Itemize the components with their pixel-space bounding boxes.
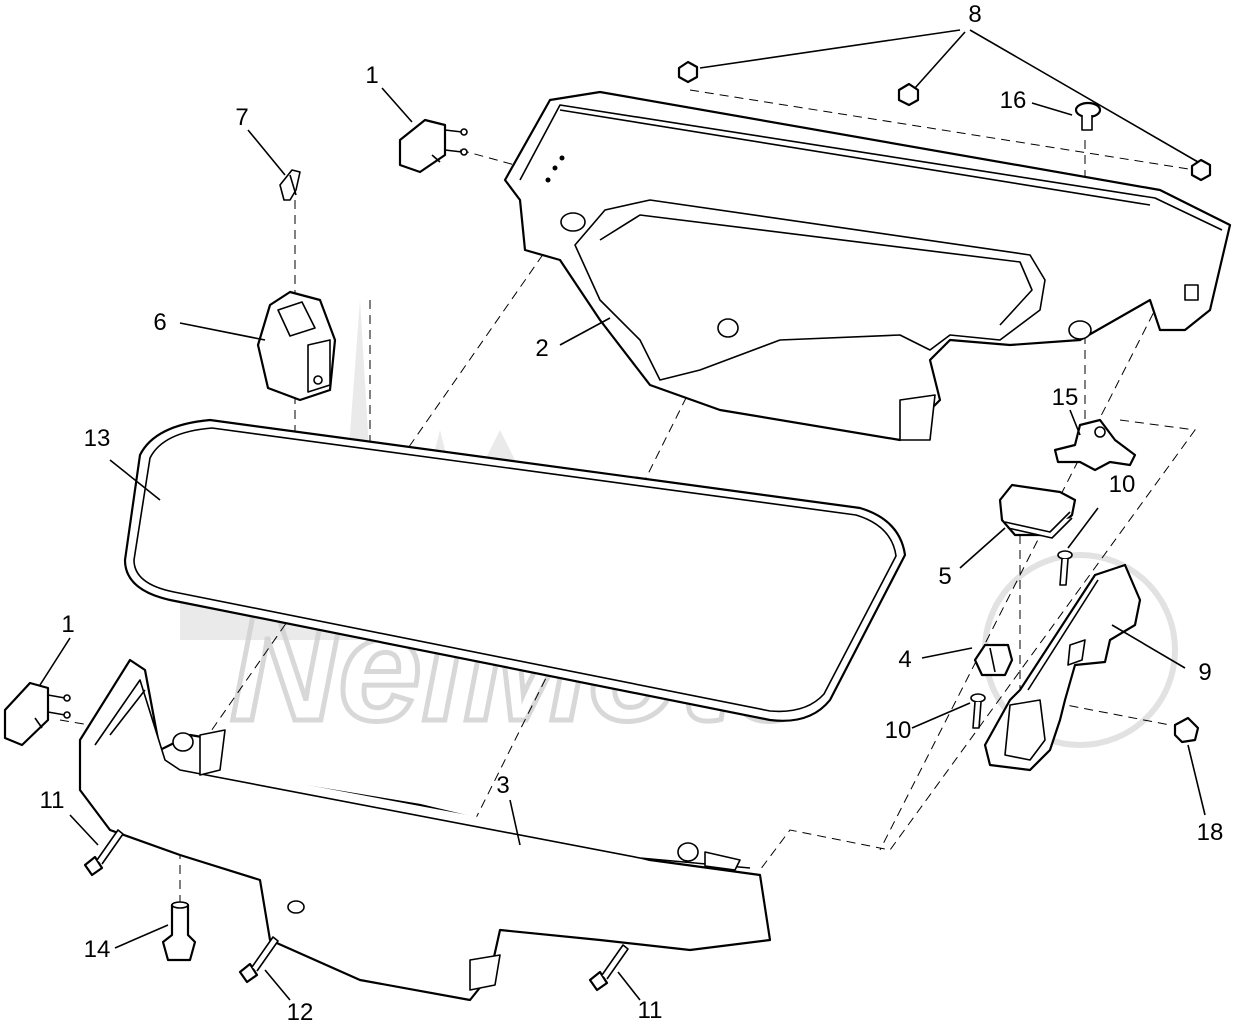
leader-lines [39, 29, 1206, 1001]
part-4-pad [973, 643, 1014, 677]
callout-7: 7 [235, 104, 248, 131]
callout-4: 4 [898, 646, 911, 673]
callout-1-lower: 1 [61, 611, 74, 638]
callout-6: 6 [153, 309, 166, 336]
callout-18: 18 [1197, 819, 1224, 846]
callout-2: 2 [535, 335, 548, 362]
part-5-lock-cover [998, 483, 1077, 539]
callout-3: 3 [496, 772, 509, 799]
part-9-side-bracket [983, 563, 1142, 772]
callouts: 1 2 3 4 5 6 7 8 9 10 10 11 11 12 13 14 1… [40, 1, 1224, 1024]
part-11-bolts [83, 829, 629, 992]
callout-12: 12 [287, 999, 314, 1024]
part-18-knob [1173, 716, 1200, 744]
part-10-screws [970, 550, 1073, 729]
callout-9: 9 [1198, 659, 1211, 686]
part-1-hinge-lower [3, 681, 71, 747]
callout-16: 16 [1000, 87, 1027, 114]
callout-1-upper: 1 [365, 62, 378, 89]
part-16-screw [1074, 101, 1102, 131]
callout-13: 13 [84, 425, 111, 452]
part-14-stud [161, 901, 197, 962]
callout-14: 14 [84, 936, 111, 963]
callout-11-left: 11 [40, 787, 65, 814]
part-15-latch-mechanism [1053, 418, 1137, 472]
part-13-gasket [123, 418, 907, 722]
callout-8: 8 [968, 1, 981, 28]
part-3-lower-tray [78, 658, 772, 1002]
callout-10-upper: 10 [1109, 471, 1136, 498]
part-6-latch-block [256, 290, 337, 402]
part-7-clip [279, 169, 301, 201]
part-2-upper-cover [503, 90, 1232, 442]
part-1-hinge-upper [398, 118, 468, 174]
callout-15: 15 [1052, 384, 1079, 411]
part-8-nuts [677, 60, 1212, 182]
callout-10-lower: 10 [885, 717, 912, 744]
part-12-bolt [238, 936, 279, 984]
callout-11-bottom: 11 [638, 997, 663, 1024]
callout-5: 5 [938, 563, 951, 590]
